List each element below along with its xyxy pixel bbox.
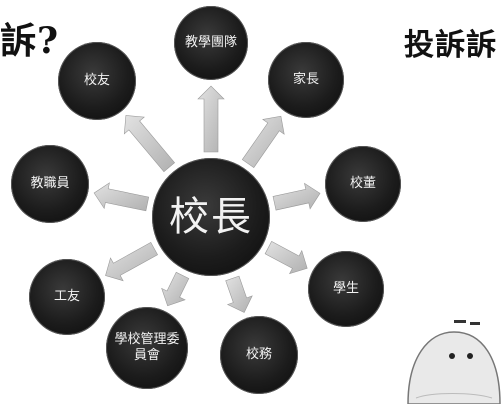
arrow-to-students [264,240,308,275]
ghost-mascot-icon [407,320,501,404]
title-right-fragment: 投訴訴 [404,28,497,63]
node-school-affairs: 校務 [220,316,298,394]
center-node-principal: 校長 [152,158,270,276]
node-label: 教職員 [30,176,70,191]
arrow-to-school-board [272,182,321,211]
node-label: 校友 [83,73,110,88]
node-label: 學生 [332,281,359,296]
center-node-label: 校長 [169,194,253,240]
node-label: 教學團隊 [184,35,237,50]
node-label: 家長 [292,72,319,87]
node-alumni: 校友 [58,42,136,120]
node-label: 學校管理委員會 [114,332,180,363]
node-school-board: 校董 [325,146,401,222]
node-smc: 學校管理委員會 [106,307,188,389]
arrow-to-teachers [93,182,150,212]
arrow-to-edu-bureau [197,85,225,153]
node-label: 工友 [53,289,80,304]
node-label: 校務 [245,347,272,362]
node-teachers: 教職員 [11,145,89,223]
arrow-to-smc [161,271,190,307]
node-students: 學生 [308,251,384,327]
node-workers: 工友 [29,259,105,335]
node-label: 校董 [349,176,376,191]
title-left-fragment: 訴? [0,20,60,62]
node-parents: 家長 [268,42,344,118]
arrow-to-school-affairs [225,275,253,313]
arrow-to-parents [241,115,285,169]
arrow-to-workers [105,241,159,282]
arrow-to-alumni [123,115,176,173]
node-edu-bureau: 教學團隊 [174,6,248,80]
